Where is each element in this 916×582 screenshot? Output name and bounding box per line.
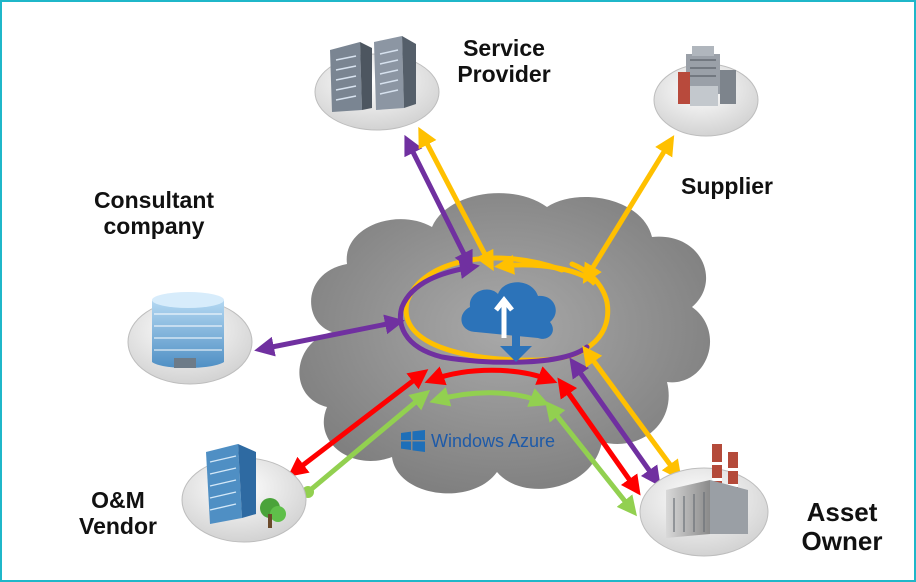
factory-icon bbox=[653, 46, 759, 137]
office-building-tree-icon bbox=[181, 444, 307, 543]
power-plant-icon bbox=[639, 444, 769, 557]
label-consultant-company: Consultant company bbox=[93, 187, 215, 239]
windows-logo-icon bbox=[401, 430, 425, 452]
label-service-provider: Service Provider bbox=[457, 35, 551, 87]
azure-platform-name: Windows Azure bbox=[431, 430, 556, 451]
label-asset-owner: Asset Owner bbox=[801, 497, 883, 557]
office-towers-icon bbox=[314, 36, 440, 131]
label-om-vendor: O&M Vendor bbox=[79, 487, 157, 539]
connection-arrows bbox=[254, 126, 682, 517]
label-supplier: Supplier bbox=[680, 173, 773, 199]
cloud-upload-download-icon bbox=[461, 282, 556, 362]
windows-azure-label: Windows Azure bbox=[401, 430, 555, 452]
glass-office-building-icon bbox=[127, 292, 253, 385]
